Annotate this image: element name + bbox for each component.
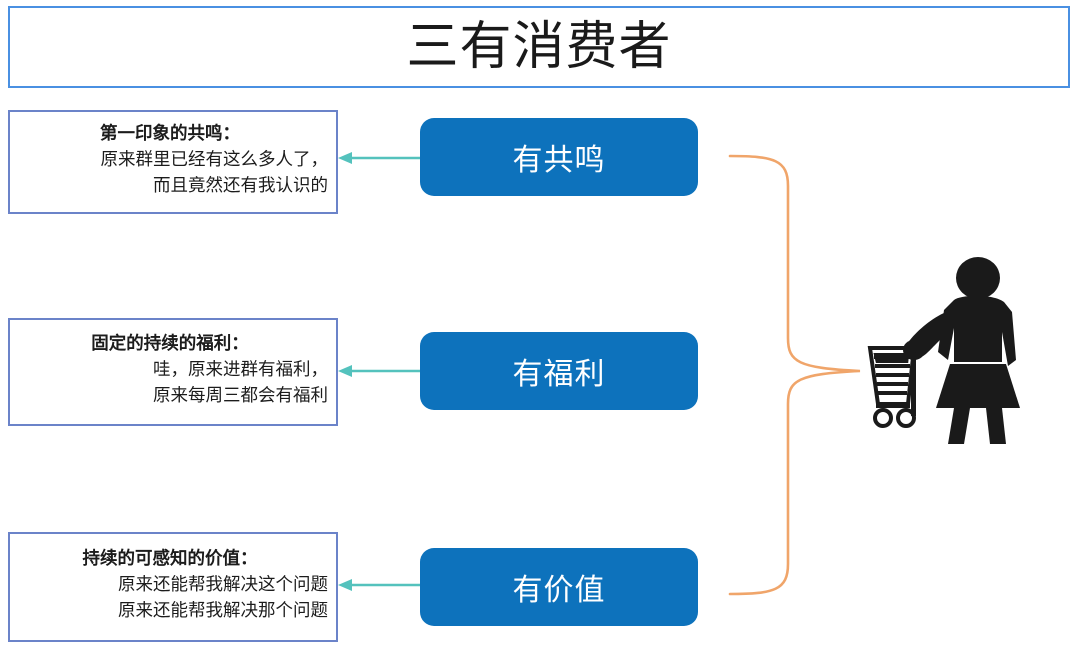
pill-label: 有价值 — [512, 573, 606, 608]
pill-benefits[interactable]: 有福利 — [420, 332, 698, 410]
description-line: 原来群里已经有这么多人了， — [100, 150, 329, 171]
description-box-value: 持续的可感知的价值： 原来还能帮我解决这个问题 原来还能帮我解决那个问题 — [8, 532, 338, 642]
curly-brace-icon — [728, 154, 861, 596]
title-box: 三有消费者 — [8, 6, 1070, 88]
left-arrow-icon — [338, 152, 426, 164]
description-box-resonance: 第一印象的共鸣： 原来群里已经有这么多人了， 而且竟然还有我认识的 — [8, 110, 338, 214]
description-line: 而且竟然还有我认识的 — [153, 175, 328, 196]
description-box-benefits: 固定的持续的福利： 哇，原来进群有福利， 原来每周三都会有福利 — [8, 318, 338, 426]
page-title: 三有消费者 — [406, 17, 672, 77]
pill-label: 有共鸣 — [512, 143, 606, 178]
pill-value[interactable]: 有价值 — [420, 548, 698, 626]
left-arrow-icon — [338, 365, 426, 377]
pill-label: 有福利 — [512, 357, 606, 392]
description-heading: 持续的可感知的价值： — [82, 549, 258, 570]
description-line: 原来还能帮我解决这个问题 — [118, 575, 328, 596]
description-line: 原来每周三都会有福利 — [153, 385, 328, 406]
watermark — [984, 426, 1056, 440]
description-heading: 固定的持续的福利： — [91, 334, 249, 355]
left-arrow-icon — [338, 579, 426, 591]
pill-resonance[interactable]: 有共鸣 — [420, 118, 698, 196]
description-line: 原来还能帮我解决那个问题 — [118, 600, 328, 621]
woman-pushing-shopping-cart-icon — [867, 257, 1020, 444]
description-heading: 第一印象的共鸣： — [100, 124, 240, 145]
description-line: 哇，原来进群有福利， — [153, 360, 328, 381]
